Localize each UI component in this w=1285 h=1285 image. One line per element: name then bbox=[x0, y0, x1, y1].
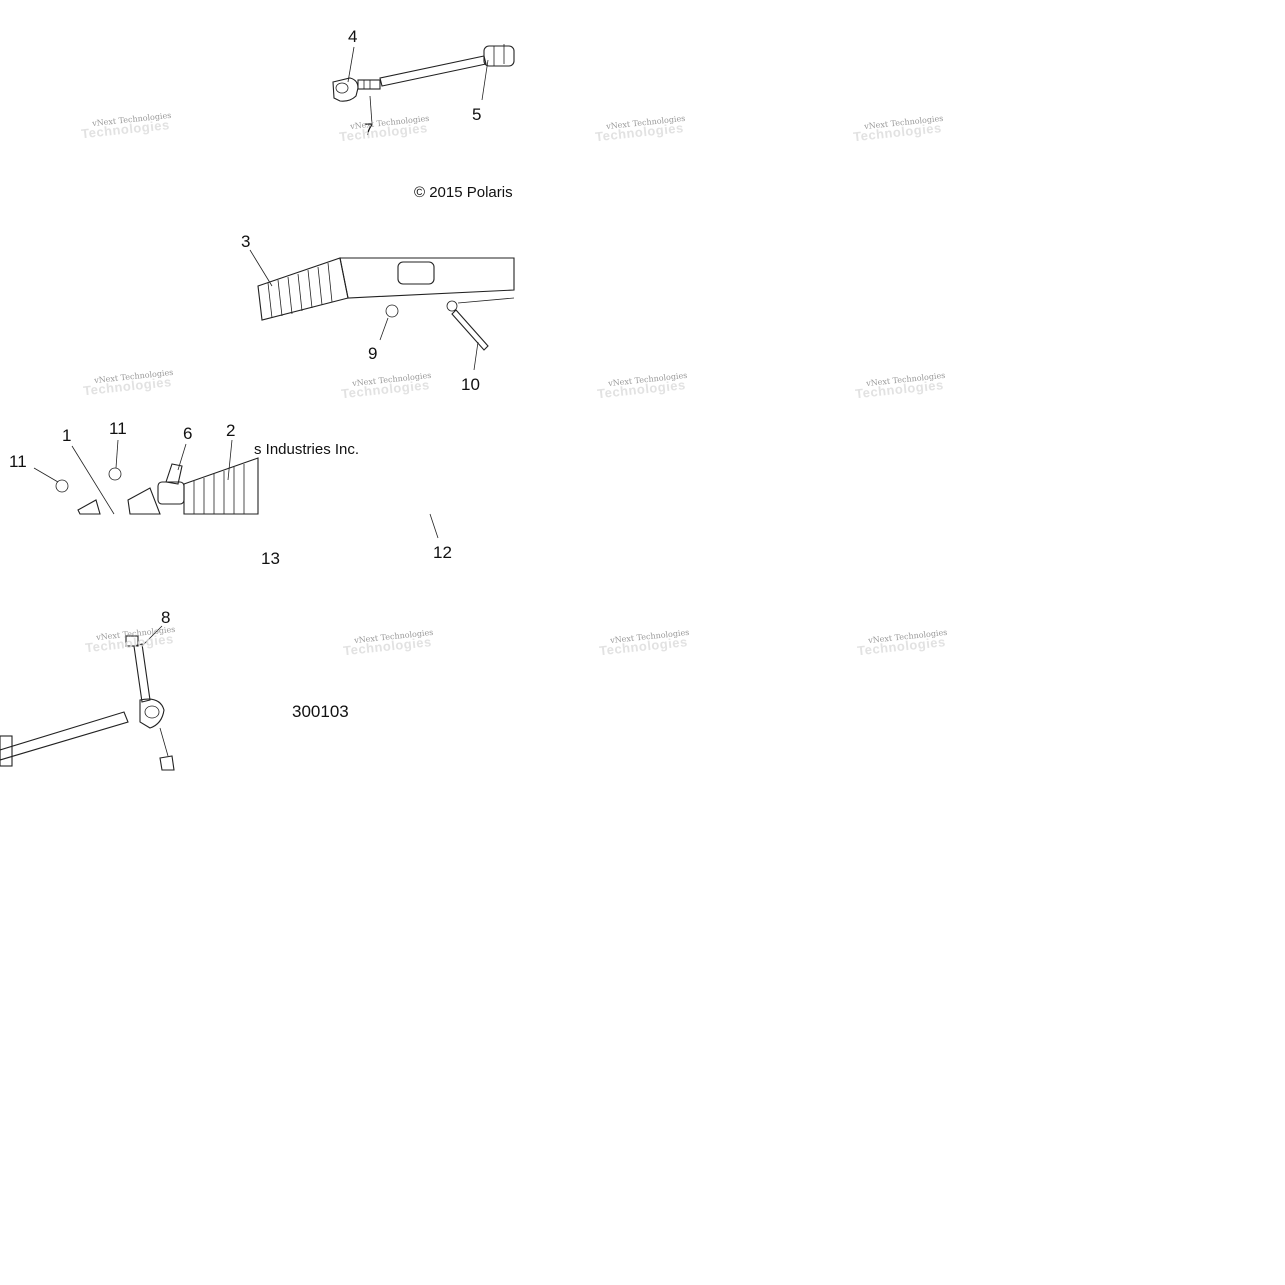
tie-rod-top bbox=[332, 44, 515, 125]
callout-13: 13 bbox=[261, 549, 280, 568]
callout-3: 3 bbox=[241, 232, 251, 251]
callout-11-left: 11 bbox=[9, 452, 27, 471]
callout-7: 7 bbox=[364, 120, 374, 139]
callout-1: 1 bbox=[62, 426, 72, 445]
callout-4: 4 bbox=[348, 27, 358, 46]
callout-8: 8 bbox=[161, 608, 171, 627]
rack-assembly-middle bbox=[249, 249, 515, 371]
callout-6: 6 bbox=[183, 424, 193, 443]
callout-12: 12 bbox=[433, 543, 452, 562]
callout-9: 9 bbox=[368, 344, 378, 363]
callout-2: 2 bbox=[226, 421, 236, 440]
callout-11: 11 bbox=[109, 419, 127, 438]
tie-rod-bottom bbox=[0, 625, 175, 771]
callout-10: 10 bbox=[461, 375, 480, 394]
rack-assembly-lower bbox=[33, 439, 439, 539]
copyright-top: © 2015 Polaris bbox=[414, 184, 513, 201]
figure-id: 300103 bbox=[292, 702, 349, 721]
copyright-bottom: s Industries Inc. bbox=[254, 441, 360, 458]
callout-5: 5 bbox=[472, 105, 482, 124]
